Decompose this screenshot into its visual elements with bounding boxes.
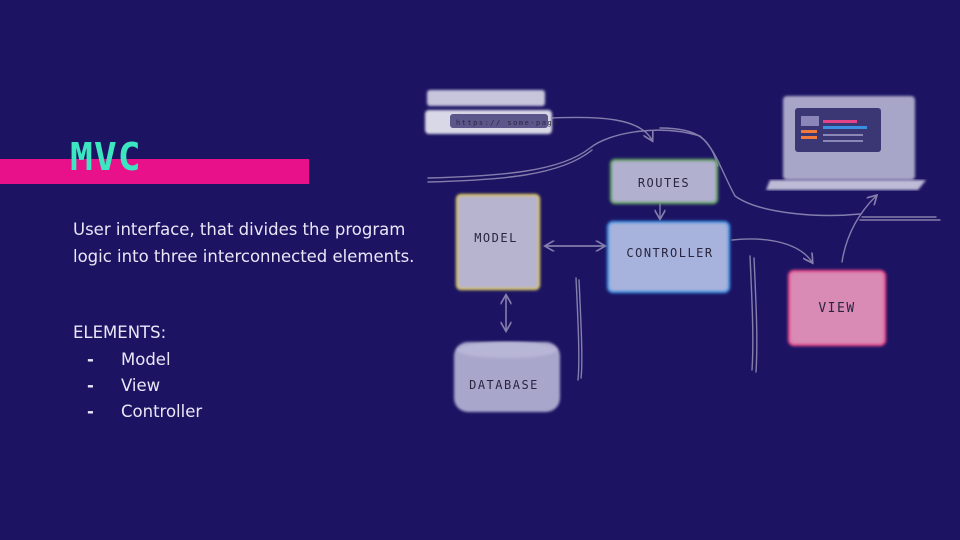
controller-node: CONTROLLER	[606, 220, 731, 294]
model-label: MODEL	[474, 231, 518, 245]
list-item: Controller	[73, 399, 202, 425]
database-node: DATABASE	[454, 342, 560, 412]
routes-label: ROUTES	[638, 176, 690, 190]
view-label: VIEW	[818, 301, 855, 316]
list-item: Model	[73, 347, 202, 373]
slide-title: MVC	[70, 135, 142, 179]
diagram-connectors	[427, 116, 941, 381]
routes-node: ROUTES	[609, 158, 719, 205]
browser-url-bar: https:// some-page	[425, 90, 559, 134]
elements-heading: ELEMENTS:	[73, 323, 167, 342]
laptop-icon	[766, 96, 926, 190]
url-text: https:// some-page	[456, 119, 559, 127]
slide-description: User interface, that divides the program…	[73, 220, 415, 266]
list-item: View	[73, 373, 202, 399]
view-node: VIEW	[787, 269, 887, 347]
controller-label: CONTROLLER	[626, 246, 713, 260]
title-accent-bar	[0, 159, 309, 184]
elements-list: Model View Controller	[73, 347, 202, 425]
model-node: MODEL	[455, 193, 541, 291]
database-label: DATABASE	[469, 378, 539, 392]
